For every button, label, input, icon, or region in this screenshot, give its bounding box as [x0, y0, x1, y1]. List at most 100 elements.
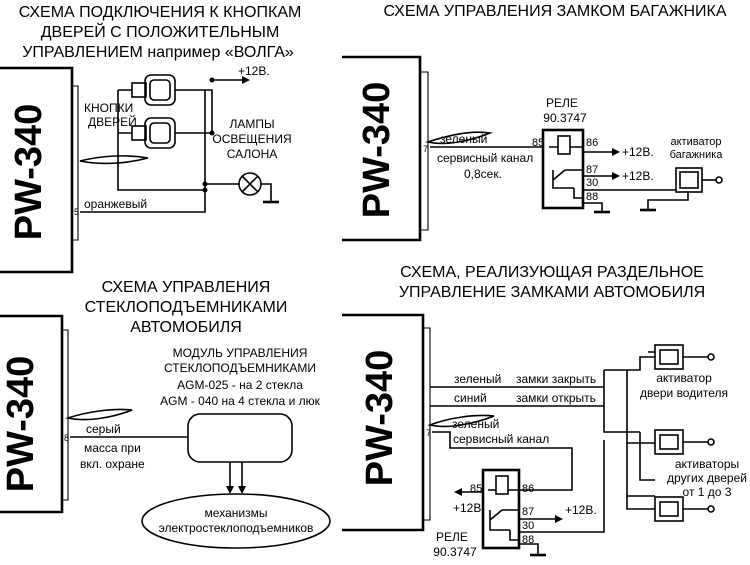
trunk-term-85: 85 [532, 137, 544, 149]
pw340-connector-windows [62, 329, 69, 501]
pw340-connector-trunk [420, 71, 429, 231]
windows-scheme: СХЕМА УПРАВЛЕНИЯ СТЕКЛОПОДЪЕМНИКАМИ АВТО… [0, 279, 331, 549]
locks-heading-line2: УПРАВЛЕНИЕ ЗАМКАМИ АВТОМОБИЛЯ [399, 284, 705, 301]
lamps-label-line2: ОСВЕЩЕНИЯ [212, 132, 291, 146]
other-actuators-wires [603, 406, 655, 497]
driver-actuator-line2: двери водителя [640, 386, 728, 400]
pw340-unit-box-trunk [342, 55, 422, 242]
other-actuator-1-icon [654, 429, 715, 455]
actuator-2-wire [626, 496, 655, 510]
doors-heading-line3: УПРАВЛЕНИЕМ например «ВОЛГА» [22, 44, 294, 61]
driver-actuator-icon [648, 344, 715, 370]
trunk-plus12-b: +12В. [622, 169, 654, 183]
mechanisms-line2: электростеклоподъемников [159, 521, 314, 535]
other-actuators-line2: других дверей [667, 471, 747, 485]
pw340-unit-box [0, 66, 74, 274]
locks-88-wire [519, 543, 539, 555]
doors-heading-line1: СХЕМА ПОДКЛЮЧЕНИЯ К КНОПКАМ [19, 4, 302, 21]
locks-heading-line1: СХЕМА, РЕАЛИЗУЮЩАЯ РАЗДЕЛЬНОЕ [400, 264, 704, 281]
ground-note-line2: вкл. охране [80, 457, 145, 471]
service-wire [432, 431, 573, 491]
mechanisms-line1: механизмы [205, 506, 268, 520]
buttons-label-line1: КНОПКИ [84, 101, 133, 115]
mechanisms-ellipse [141, 493, 331, 549]
service-wire-label: зеленый [452, 417, 499, 431]
locks-relay-coil [495, 475, 509, 495]
trunk-actuator-icon [675, 167, 723, 193]
service-label: сервисный канал [453, 432, 549, 446]
locks-relay-model: 90.3747 [433, 545, 477, 559]
other-actuators-line1: активаторы [675, 457, 739, 471]
trunk-actuator-wire [647, 189, 689, 210]
pw340-unit-box-locks [342, 313, 425, 532]
locks-relay-switch [489, 509, 519, 541]
windows-heading-line1: СХЕМА УПРАВЛЕНИЯ [102, 279, 271, 296]
pw340-label-trunk: PW-340 [356, 82, 398, 219]
trunk-scheme: СХЕМА УПРАВЛЕНИЯ ЗАМКОМ БАГАЖНИКА PW-340… [342, 3, 727, 242]
doors-plus12-label: +12В. [238, 64, 270, 78]
trunk-wire-label: зеленый [440, 132, 487, 146]
pw340-connector-locks [423, 327, 431, 521]
doors-pin-number: 5 [74, 207, 79, 217]
module-title-line1: МОДУЛЬ УПРАВЛЕНИЯ [173, 346, 308, 360]
pw340-unit-box-windows [0, 314, 64, 514]
trunk-term-30: 30 [586, 177, 598, 189]
windows-pin-number: 8 [64, 433, 69, 443]
other-actuator-2-icon [654, 496, 715, 522]
trunk-term-86: 86 [586, 137, 598, 149]
trunk-relay-model: 90.3747 [543, 111, 587, 125]
doors-heading-line2: ДВЕРЕЙ С ПОЛОЖИТЕЛЬНЫМ [41, 22, 280, 41]
locks-term-87: 87 [522, 506, 534, 518]
trunk-actuator-line2: багажника [670, 149, 724, 161]
locks-scheme: СХЕМА, РЕАЛИЗУЮЩАЯ РАЗДЕЛЬНОЕ УПРАВЛЕНИЕ… [342, 264, 747, 559]
wire-plug-windows [65, 408, 133, 421]
locks-plus12-right: +12В. [565, 503, 597, 517]
module-output-wires [229, 462, 243, 488]
lamps-label-line3: САЛОНА [227, 147, 278, 161]
open-label: замки открыть [516, 391, 596, 405]
trunk-channel-line2: 0,8сек. [464, 167, 502, 181]
locks-30-wire [519, 440, 605, 533]
grey-wire-label: серый [86, 422, 121, 436]
locks-term-86: 86 [522, 483, 534, 495]
trunk-88-wire [583, 202, 603, 212]
locks-term-30: 30 [522, 520, 534, 532]
wire-plug-locks [427, 414, 495, 428]
buttons-label-line2: ДВЕРЕЙ [88, 114, 137, 129]
pw340-connector [72, 85, 79, 241]
pw340-label-windows: PW-340 [0, 356, 42, 493]
orange-wire-label: оранжевый [84, 197, 147, 211]
module-model-2: AGM - 040 на 4 стекла и люк [160, 394, 320, 408]
locks-term-85: 85 [470, 483, 482, 495]
doors-scheme: СХЕМА ПОДКЛЮЧЕНИЯ К КНОПКАМ ДВЕРЕЙ С ПОЛ… [0, 4, 302, 274]
driver-actuator-wires [603, 356, 655, 418]
module-model-1: AGM-025 - на 2 стекла [177, 378, 303, 392]
wire-plug [79, 155, 149, 165]
trunk-actuator-line1: активатор [671, 136, 722, 148]
windows-heading-line2: СТЕКЛОПОДЪЕМНИКАМИ [85, 299, 288, 316]
trunk-relay-box [541, 128, 585, 210]
orange-wire [80, 190, 206, 213]
locks-plus12-left: +12В. [453, 501, 485, 515]
pw340-label-locks: PW-340 [359, 350, 401, 487]
trunk-relay-coil [557, 135, 571, 155]
trunk-relay-title: РЕЛЕ [546, 96, 578, 110]
pw340-label: PW-340 [8, 104, 50, 241]
door-button-1 [131, 74, 176, 106]
wire-plug-trunk [425, 131, 494, 145]
module-output-arrows [226, 486, 246, 494]
other-actuators-line3: от 1 до 3 [683, 485, 732, 499]
locks-term-88: 88 [522, 534, 534, 546]
trunk-heading: СХЕМА УПРАВЛЕНИЯ ЗАМКОМ БАГАЖНИКА [383, 3, 726, 20]
door-button-2 [131, 117, 176, 149]
lamp-icon [238, 172, 262, 196]
trunk-term-87: 87 [586, 164, 598, 176]
trunk-term-88: 88 [586, 191, 598, 203]
green-wire-label: зеленый [454, 372, 501, 386]
lamps-label-line1: ЛАМПЫ [229, 117, 274, 131]
locks-pin-number: 7 [426, 428, 431, 438]
locks-relay-title: РЕЛЕ [436, 530, 468, 544]
close-label: замки закрыть [516, 372, 596, 386]
locks-relay-box [481, 468, 521, 550]
